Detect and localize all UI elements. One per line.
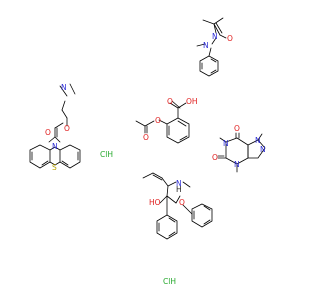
molecule-benzyl-ether-amine: N H HO O [142, 172, 213, 240]
label-aspirin-acyl-o: O [143, 133, 149, 142]
label-carbamate-ring-n: N [52, 142, 58, 151]
hcl-label-1: ClH [100, 150, 113, 159]
label-aspirin-oh: OH [186, 97, 198, 106]
label-antipyrine-o: O [227, 34, 233, 43]
label-carbamate-s: S [52, 163, 57, 172]
molecule-aspirin: O OH O O [135, 97, 198, 144]
label-ephedra-n: N [176, 179, 182, 188]
label-caffeine-n3: N [234, 160, 240, 169]
label-caffeine-n1: N [223, 139, 229, 148]
label-antipyrine-n2: N [203, 41, 209, 50]
label-antipyrine-n1: N [212, 32, 218, 41]
label-aspirin-ester-o: O [155, 116, 161, 125]
hcl-label-2: ClH [163, 277, 176, 286]
molecule-caffeine: O O N N N N [212, 124, 266, 173]
label-carbamate-carbonyl-o: O [45, 128, 51, 137]
chemical-structure-canvas: N N O O OH O O O O N N N [29, 17, 266, 286]
label-ephedra-o: O [179, 198, 185, 207]
label-carbamate-ester-o: O [64, 124, 70, 133]
label-caffeine-n9: N [260, 145, 266, 154]
molecule-phenothiazine-carbamate: N O O N S [29, 83, 81, 172]
label-aspirin-carbonyl-o: O [167, 97, 173, 106]
molecule-pyrazolone: N N O [196, 17, 233, 77]
label-ephedra-h: H [176, 185, 182, 194]
label-caffeine-o1: O [234, 124, 240, 133]
label-caffeine-n7: N [255, 136, 261, 145]
label-caffeine-o2: O [212, 153, 218, 162]
label-carbamate-n-amine: N [61, 83, 67, 92]
label-ephedra-ho: HO [149, 198, 161, 207]
